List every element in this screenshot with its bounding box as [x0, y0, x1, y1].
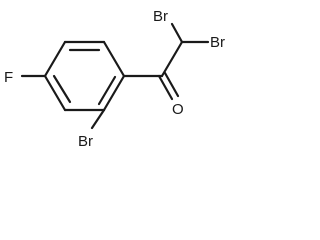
oxygen-label: O — [172, 101, 184, 118]
bromine-2-label: Br — [210, 34, 225, 51]
structure-canvas: F Br O Br Br — [0, 0, 239, 156]
molecule-diagram: F Br O Br Br — [4, 8, 225, 150]
bromine-1-label: Br — [153, 8, 168, 25]
ring-bond-lower-left-inner — [52, 74, 72, 104]
c-br-ring-bond — [90, 108, 106, 130]
ring-bond-lower-right — [102, 74, 126, 112]
ring-bond-lower-left — [43, 74, 67, 112]
fluorine-label: F — [4, 69, 13, 86]
ring-bond-upper-left — [43, 40, 67, 78]
carbonyl-double-bond-a — [157, 74, 174, 101]
carbonyl-chbr2-bond — [160, 40, 184, 78]
carbonyl-double-bond-b — [163, 71, 180, 98]
c-br1-bond — [170, 22, 184, 44]
ring-bond-lower-right-inner — [97, 75, 117, 106]
bromine-ring-label: Br — [78, 133, 93, 150]
ring-bond-upper-right — [102, 40, 126, 78]
